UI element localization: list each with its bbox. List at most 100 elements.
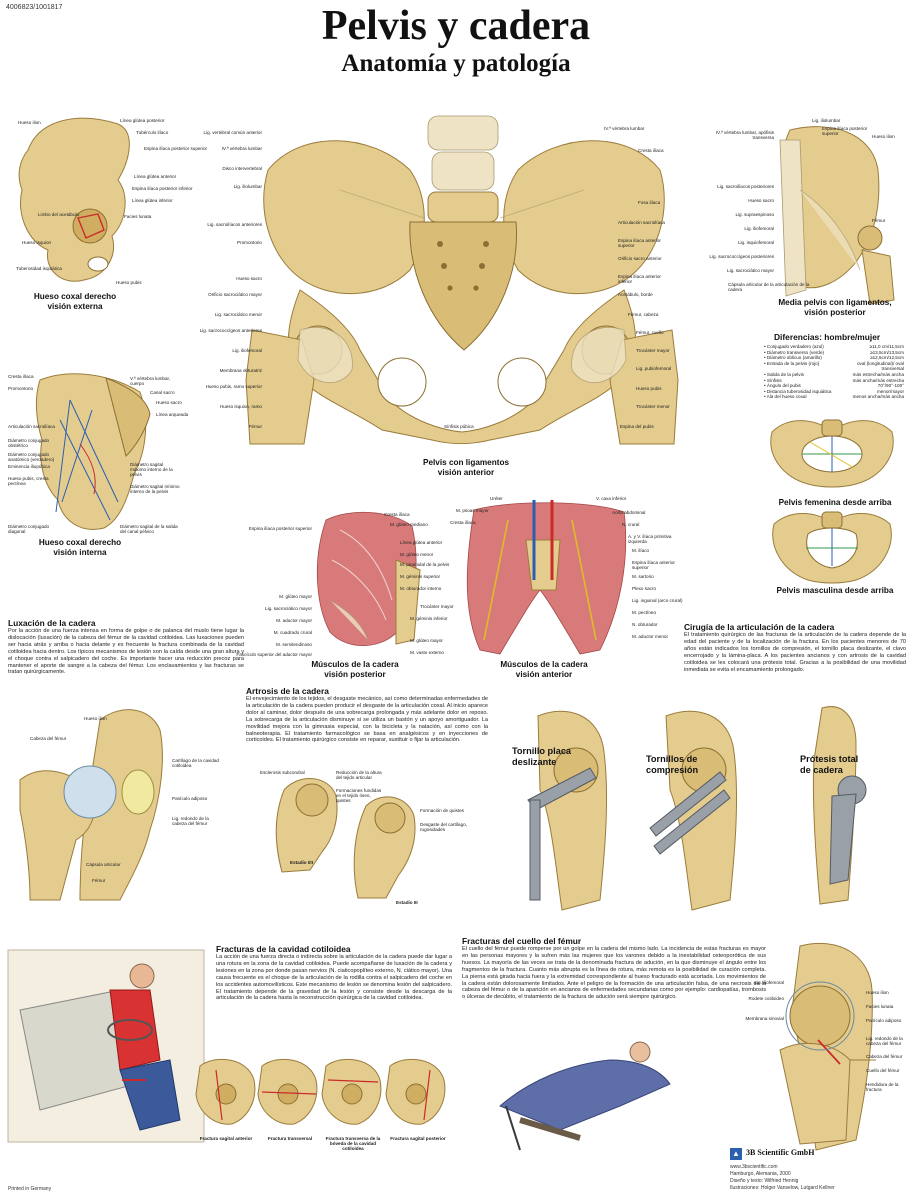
label: Cuello del fémur bbox=[866, 1068, 900, 1073]
label: Cápsula articular bbox=[86, 862, 121, 867]
pelvis-posterior-caption: Media pelvis con ligamentos, visión post… bbox=[778, 298, 892, 317]
femoral-neck-title: Fracturas del cuello del fémur bbox=[462, 936, 582, 946]
label: M. géminis superior bbox=[400, 574, 441, 579]
surgery-item: Tornillos de compresión bbox=[646, 754, 699, 775]
label: Lig. sacroilíacos anteriores bbox=[207, 222, 262, 227]
brand-website: www.3bscientific.com bbox=[730, 1164, 778, 1170]
label: Fascículo superior del aductor mayor bbox=[236, 652, 312, 657]
label: Cabeza del fémur bbox=[866, 1054, 903, 1059]
arthrosis-title: Artrosis de la cadera bbox=[246, 686, 329, 696]
label: M. obturador interno bbox=[400, 586, 442, 591]
label: Lig. redondo de la cabeza del fémur bbox=[866, 1036, 903, 1047]
label: Lig. vertebral común anterior bbox=[203, 130, 262, 135]
label: Línea glútea posterior bbox=[120, 118, 165, 123]
label: Hendidura de la fractura bbox=[866, 1082, 899, 1093]
label: Membrana sinovial bbox=[745, 1016, 784, 1021]
differences-key: • Ala del hueso coxal bbox=[764, 394, 807, 400]
label: Aorta abdominal bbox=[612, 510, 646, 515]
footer-place: Hamburgo, Alemania, 2000 bbox=[730, 1171, 791, 1177]
label: M. piramidal de la pelvis bbox=[400, 562, 450, 567]
label: Cabeza del fémur bbox=[30, 736, 67, 741]
label: Formación de quistes bbox=[420, 808, 464, 813]
label: Espina ilíaca anterior inferior bbox=[618, 274, 661, 285]
label: Plexo sacro bbox=[632, 586, 657, 591]
surgery-text: El tratamiento quirúrgico de las fractur… bbox=[684, 632, 906, 673]
label: Lig. sacrococcígeos anteriores bbox=[199, 328, 262, 333]
label: Eminencia iliopúbica bbox=[8, 464, 50, 469]
label: Diámetro conjugado anatómico (verdadero) bbox=[8, 452, 55, 463]
label: Facies lunata bbox=[124, 214, 152, 219]
label: Cartílago de la cavidad cotiloidea bbox=[172, 758, 219, 769]
label: Lig. iliofemoral bbox=[744, 226, 774, 231]
page-title: Pelvis y cadera bbox=[321, 3, 591, 49]
differences-table: • Conjugado verdadero (azul)≥11,0 cm/11,… bbox=[764, 344, 904, 400]
label: Lig. sacrococcígeos posteriores bbox=[709, 254, 774, 259]
differences-title: Diferencias: hombre/mujer bbox=[774, 332, 881, 342]
label: Desgaste del cartílago, rugosidades bbox=[420, 822, 467, 833]
label: N. obturador bbox=[632, 622, 658, 627]
label: Diámetro sagital mínimo interno de la pe… bbox=[130, 484, 180, 495]
label: IV.ª vértebra lumbar bbox=[221, 146, 262, 151]
differences-row: • Distancia tuberosidad isquiática menor/… bbox=[764, 389, 904, 395]
stage-label: Estadio III bbox=[396, 900, 418, 905]
label: M. sartorio bbox=[632, 574, 654, 579]
stage-label: Estadio I/II bbox=[290, 860, 313, 865]
label: V.ª vértebra lumbar, cuerpo bbox=[130, 376, 171, 387]
differences-row: • Entrada de la pelvis (rojo)oval (longi… bbox=[764, 361, 904, 372]
label: Diámetro conjugado obstétrico bbox=[8, 438, 50, 449]
differences-row: • Diámetro oblicuo (amarillo)≥12,5cm/12,… bbox=[764, 355, 904, 361]
surgery-item: Tornillo placa deslizante bbox=[512, 746, 572, 767]
differences-key: • Ángulo del pubis bbox=[764, 383, 801, 389]
label: Lig. pubiofemoral bbox=[636, 366, 672, 371]
label: Hueso pubis bbox=[116, 280, 142, 285]
label: A. y V. ilíaca primitiva izquierda bbox=[628, 534, 672, 545]
label: Rodete cotiloideo bbox=[748, 996, 785, 1001]
label: M. psoas mayor bbox=[456, 508, 489, 513]
surgery-title: Cirugía de la articulación de la cadera bbox=[684, 622, 835, 632]
label: Cresta ilíaca bbox=[450, 520, 476, 525]
arthrosis-text: El envejecimiento de los tejidos, el des… bbox=[246, 696, 488, 744]
label: M. glúteo mediano bbox=[390, 522, 428, 527]
pelvis-female-caption: Pelvis femenina desde arriba bbox=[778, 498, 892, 507]
label: Lig. iliofemoral bbox=[232, 348, 262, 353]
label: Fémur, cuello bbox=[636, 330, 664, 335]
differences-key: • Diámetro transverso (verde) bbox=[764, 349, 825, 355]
surgery-item: Prótesis total de cadera bbox=[800, 754, 859, 775]
label: Hueso ilion bbox=[84, 716, 107, 721]
differences-row: • Diámetro transverso (verde)≥13,5cm/13,… bbox=[764, 350, 904, 356]
differences-value: menor/mayor bbox=[876, 388, 904, 394]
label: Hueso sacro bbox=[748, 198, 774, 203]
label: Fosa ilíaca bbox=[638, 200, 661, 205]
label: Promontorio bbox=[236, 240, 262, 245]
label: Lig. supraespinoso bbox=[735, 212, 774, 217]
differences-value: ≥11,0 cm/11,5cm bbox=[869, 344, 904, 349]
differences-key: • Distancia tuberosidad isquiática bbox=[764, 388, 832, 394]
label: Línea arqueada bbox=[156, 412, 189, 417]
label: Limbo del acetábulo bbox=[38, 212, 80, 217]
differences-value: 70°/90°-100° bbox=[877, 383, 904, 389]
label: Fémur, cabeza bbox=[628, 312, 659, 317]
label: Espina ilíaca anterior superior bbox=[618, 238, 661, 249]
label: Acetábulo, borde bbox=[618, 292, 653, 297]
label: Trocánter mayor bbox=[636, 348, 670, 353]
label: M. semitendinoso bbox=[275, 642, 312, 647]
label: Lig. iliofemoral bbox=[754, 980, 784, 985]
label: M. pectíneo bbox=[632, 610, 657, 615]
label: Cresta ilíaca bbox=[638, 148, 664, 153]
differences-key: • Diámetro oblicuo (amarillo) bbox=[764, 355, 822, 361]
label: Espina ilíaca anterior superior bbox=[632, 560, 675, 571]
differences-value: menos ancha/más ancha bbox=[852, 394, 904, 400]
differences-value: oval (longitudinal)/ oval transversal bbox=[857, 360, 904, 372]
label: Cresta ilíaca bbox=[8, 374, 34, 379]
label: Diámetro conjugado diagonal bbox=[8, 524, 50, 535]
fracture-type-label: Fractura sagital anterior bbox=[199, 1136, 253, 1141]
label: Fémur bbox=[248, 424, 262, 429]
acetabular-fracture-text: La acción de una fuerza directa o indire… bbox=[216, 954, 452, 1002]
label: M. ilíaco bbox=[632, 548, 650, 553]
pelvis-male-caption: Pelvis masculina desde arriba bbox=[776, 586, 894, 595]
footer-illustrations: Ilustraciones: Holger Vanselow, Lutgard … bbox=[730, 1185, 835, 1191]
label: Hueso pubis bbox=[636, 386, 662, 391]
label: Lig. inguinal (arco crural) bbox=[632, 598, 683, 603]
differences-value: más estrecha/más ancha bbox=[852, 371, 904, 377]
